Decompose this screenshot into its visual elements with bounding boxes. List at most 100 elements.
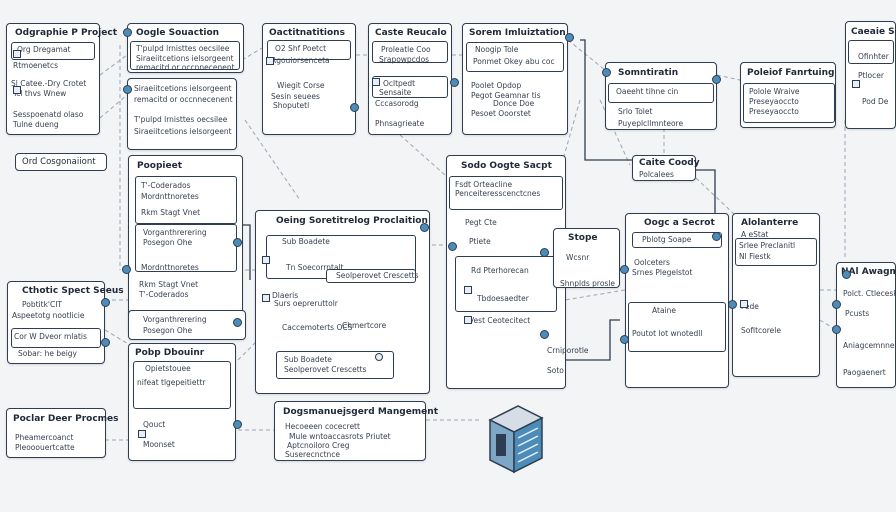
node-pobp-dbouinr[interactable]: Pobp Dbouinr Opietstouee nifeat tlgepeit… bbox=[128, 343, 236, 461]
gear-icon bbox=[375, 353, 383, 361]
node-cthotic-spect-seeus[interactable]: Cthotic Spect Seeus Pobtitk'CIT Aspeetot… bbox=[7, 281, 124, 364]
connector-dot bbox=[448, 242, 457, 251]
node-line: Caccemoterts OCS bbox=[282, 323, 353, 332]
node-line: Posegon Ohe bbox=[143, 238, 193, 247]
connector-dot bbox=[620, 265, 629, 274]
node-poleiof-fanrtuing[interactable]: Poleiof Fanrtuing Polole Wraive Preseyao… bbox=[740, 62, 836, 128]
connector-dot bbox=[122, 265, 131, 274]
node-line: Oaeeht tihne cin bbox=[616, 87, 679, 96]
sub-block bbox=[135, 176, 237, 224]
node-line: Vorganthrerering bbox=[143, 228, 207, 237]
node-caeaie-soed[interactable]: Caeaie Soed Ofinhter Ptlocer Pod De bbox=[845, 21, 896, 129]
node-line: Pegot Geamnar tis bbox=[471, 91, 541, 100]
node-line: Vorganthrerering bbox=[143, 315, 207, 324]
node-line: Sensaite bbox=[379, 88, 412, 97]
sub-block bbox=[135, 224, 237, 272]
node-line: T'-Coderados bbox=[141, 181, 191, 190]
node-line: Vest Ceotecitect bbox=[469, 316, 531, 325]
sub-block bbox=[130, 41, 240, 70]
node-line: Aspeetotg nootlicie bbox=[12, 311, 85, 320]
server-icon bbox=[488, 405, 544, 474]
sub-block bbox=[735, 238, 817, 266]
node-line: Pesoet Ooorstet bbox=[471, 109, 531, 118]
node-line: Srlee Preclanitl bbox=[739, 241, 796, 250]
node-line: Tulne dueng bbox=[13, 120, 59, 129]
node-nal-awagmuagenit[interactable]: NAl Awagmuagenit Polct. Ctlecesk Pcusts … bbox=[836, 262, 896, 388]
document-icon bbox=[262, 256, 270, 264]
connector-dot bbox=[565, 33, 574, 42]
node-line: Shoputetl bbox=[273, 101, 310, 110]
node-oogle-souaction-detail: Siraeiitcetions ielsorgeent remacitd or … bbox=[127, 78, 237, 150]
node-line: Mordnttnoretes bbox=[141, 192, 199, 201]
sub-block bbox=[267, 40, 351, 60]
node-title: Caste Reucalo bbox=[375, 28, 447, 38]
node-line: Wcsnr bbox=[566, 253, 590, 262]
node-line: Rtmoenetcs bbox=[13, 61, 58, 70]
connector-dot bbox=[620, 335, 629, 344]
node-stope[interactable]: Stope Wcsnr Shnplds prosle bbox=[553, 228, 620, 288]
node-line: Fsdt Orteacline bbox=[455, 180, 513, 189]
node-poclar-deer-procmes[interactable]: Poclar Deer Procmes Pheamercoanct Pleooo… bbox=[6, 408, 119, 458]
sub-block bbox=[11, 42, 95, 60]
node-line: Shnplds prosle bbox=[560, 279, 616, 288]
node-title: Sorem Imluiztation bbox=[469, 28, 566, 38]
connector-dot bbox=[712, 75, 721, 84]
node-line: Poolet Opdop bbox=[471, 81, 522, 90]
node-line: Pblotg Soape bbox=[642, 235, 692, 244]
node-oeing-soretitrelog[interactable]: Oeing Soretitrelog Proclaition Sub Boade… bbox=[255, 210, 430, 394]
node-line: Siraeiitcetions ielsorgeent bbox=[134, 84, 232, 93]
node-line: Srlo Tolet bbox=[618, 107, 653, 116]
node-line: Srnes Plegelstot bbox=[632, 268, 693, 277]
node-caite-coody[interactable]: Caite Coody Polcalees bbox=[632, 155, 700, 181]
node-ord-cosgonaiiont[interactable]: Ord Cosgonaiiont bbox=[15, 153, 107, 171]
node-line: Paogaenert bbox=[843, 368, 886, 377]
node-title: Stope bbox=[568, 233, 598, 243]
node-line: Aniagcemnnes bbox=[843, 341, 896, 350]
node-poopieet[interactable]: Poopieet T'-Coderados Mordnttnoretes Rkm… bbox=[128, 155, 243, 333]
node-line: Sesspoenatd olaso bbox=[13, 110, 84, 119]
connector-dot bbox=[832, 325, 841, 334]
node-title: Poclar Deer Procmes bbox=[13, 414, 119, 424]
connector-dot bbox=[350, 103, 359, 112]
node-line: Moonset bbox=[143, 440, 175, 449]
connector-dot bbox=[832, 300, 841, 309]
node-line: Surs oepreruttolr bbox=[274, 299, 338, 308]
node-sorem-imluiztation[interactable]: Sorem Imluiztation Noogip Tole Ponmet Ok… bbox=[462, 23, 568, 135]
node-somntiratin[interactable]: Somntiratin Oaeeht tihne cin Srlo Tolet … bbox=[605, 62, 717, 130]
sub-block bbox=[133, 361, 231, 409]
node-oogle-souaction[interactable]: Oogle Souaction T'pulpd lrnisttes oecsil… bbox=[127, 23, 244, 73]
node-sodo-oogte-sacpt[interactable]: Sodo Oogte Sacpt Fsdt Orteacline Penceit… bbox=[446, 155, 589, 389]
node-line: Rd Pterhorecan bbox=[471, 266, 529, 275]
node-title: Oogle Souaction bbox=[136, 28, 220, 38]
node-line: Polct. Ctlecesk bbox=[843, 289, 896, 298]
node-line: T'pulpd lrnisttes oecsilee bbox=[134, 115, 228, 124]
connector-dot bbox=[123, 85, 132, 94]
sub-block bbox=[628, 302, 726, 352]
node-odgraphie-project[interactable]: Odgraphie P Project Org Dregamat Rtmoene… bbox=[6, 23, 117, 135]
node-line: Fede bbox=[741, 302, 759, 311]
node-line: Ataine bbox=[652, 306, 676, 315]
node-line: Ocltpedt bbox=[383, 79, 416, 88]
sub-block bbox=[11, 328, 101, 348]
node-title: Oactitnatitions bbox=[269, 28, 345, 38]
node-dogsmanuejsgerd-mangement[interactable]: Dogsmanuejsgerd Mangement Hecoeeen cocec… bbox=[274, 401, 438, 461]
node-line: Wiegit Corse bbox=[277, 81, 325, 90]
node-alolanterre[interactable]: Alolanterre A eStat Srlee Preclanitl Nl … bbox=[732, 213, 820, 377]
node-line: nifeat tlgepeitiettr bbox=[137, 378, 206, 387]
connector-dot bbox=[712, 232, 721, 241]
node-caste-reucalo[interactable]: Caste Reucalo Proleatle Coo Srapowpcdos … bbox=[368, 23, 452, 135]
node-line: Qouct bbox=[143, 420, 166, 429]
node-line: Ponmet Okey abu coc bbox=[473, 57, 555, 66]
document-icon bbox=[262, 294, 270, 302]
connector-dot bbox=[420, 223, 429, 232]
node-title: Somntiratin bbox=[618, 68, 679, 78]
sub-block bbox=[743, 83, 835, 123]
node-line: Mule wntoaccasrots Priutet bbox=[289, 432, 391, 441]
node-title: Cthotic Spect Seeus bbox=[22, 286, 124, 296]
node-line: Noogip Tole bbox=[475, 45, 519, 54]
connector-dot bbox=[540, 330, 549, 339]
node-line: Siraeiitcetions ielsorgeent bbox=[134, 127, 232, 136]
node-oogc-a-secrot[interactable]: Oogc a Secrot Pblotg Soape Oolceters Srn… bbox=[625, 213, 729, 388]
node-oactitnatitions[interactable]: Oactitnatitions O2 Shf Poetct Rgouiorsen… bbox=[262, 23, 356, 135]
